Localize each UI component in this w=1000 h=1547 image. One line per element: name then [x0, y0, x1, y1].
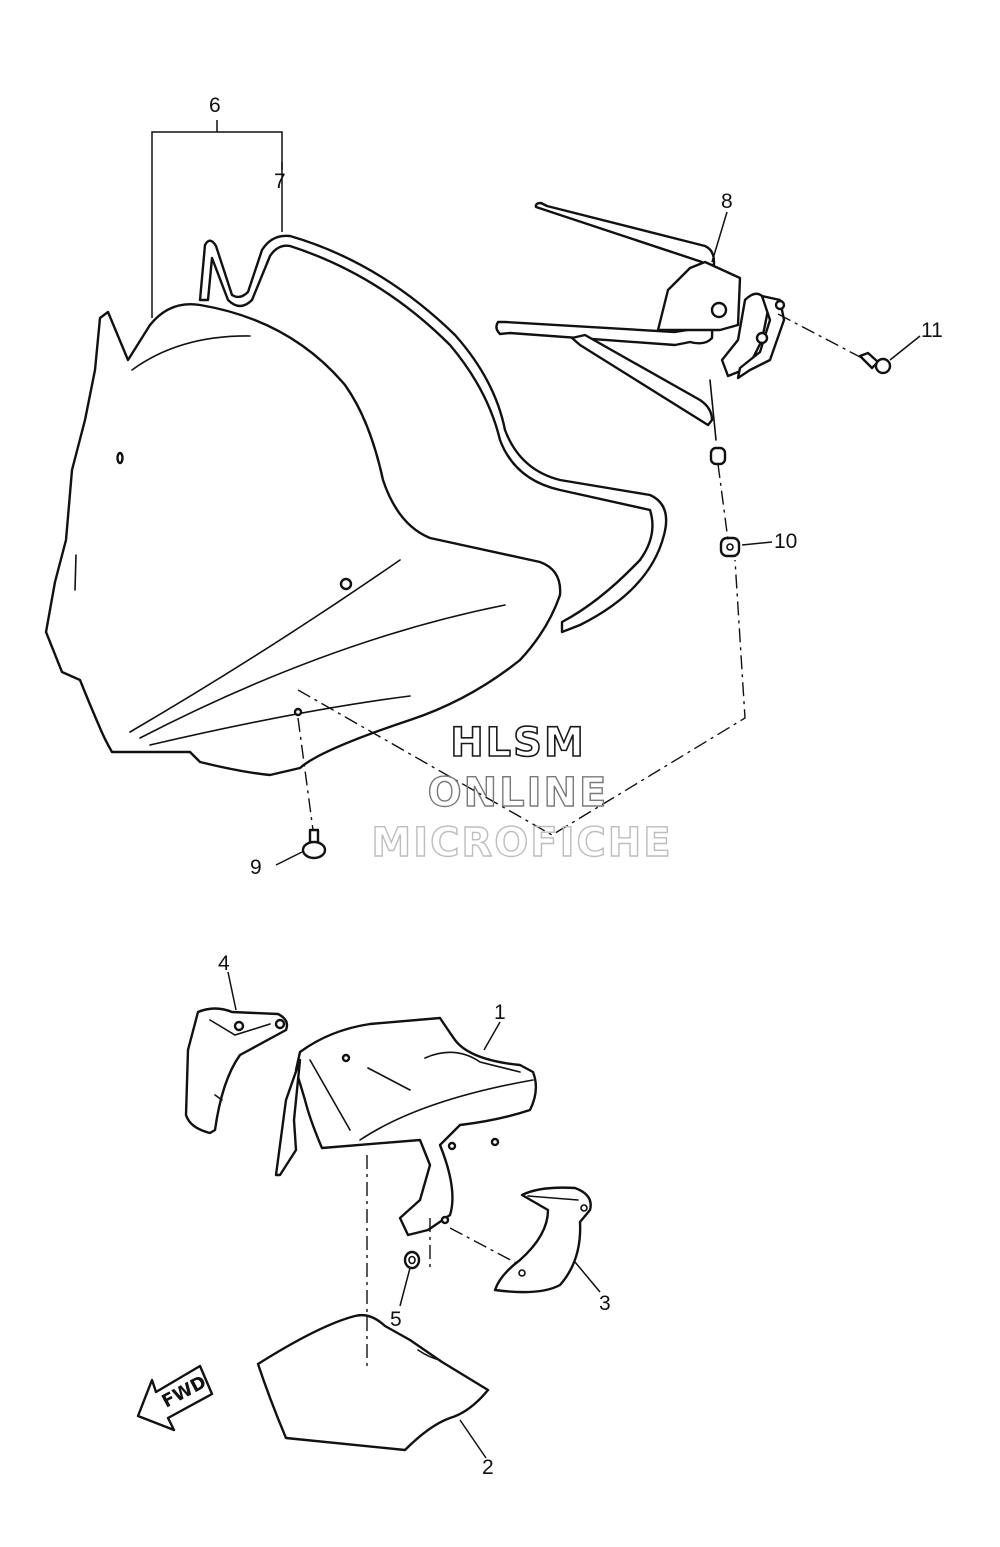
callout-8: 8: [721, 190, 733, 213]
watermark: HLSM ONLINE MICROFICHE: [371, 719, 672, 867]
watermark-line-3: MICROFICHE: [371, 820, 672, 866]
callout-6: 6: [209, 94, 221, 117]
watermark-line-2: ONLINE: [428, 770, 609, 816]
callout-7: 7: [274, 170, 286, 193]
grommet-5[interactable]: [403, 1250, 421, 1270]
front-cowling-1[interactable]: [274, 1016, 538, 1237]
windshield[interactable]: [44, 303, 562, 777]
callout-11: 11: [921, 319, 943, 342]
under-panel-2[interactable]: [256, 1313, 490, 1452]
callout-numbers: 6 7 8 11 10 9 4 1 3 5 2: [209, 94, 943, 1479]
bolt-9[interactable]: [301, 828, 327, 860]
callout-5: 5: [390, 1308, 402, 1331]
fwd-arrow-icon: FWD: [136, 1364, 214, 1432]
callout-1: 1: [494, 1001, 506, 1024]
windshield-seal[interactable]: [198, 234, 668, 634]
callout-9: 9: [250, 856, 262, 879]
collar-10[interactable]: [719, 536, 741, 558]
leader-lines: [151, 120, 921, 1459]
callout-10: 10: [774, 530, 797, 553]
screw-11[interactable]: [858, 351, 892, 375]
callout-4: 4: [218, 952, 230, 975]
side-panel-4[interactable]: [184, 1007, 289, 1135]
watermark-line-1: HLSM: [450, 720, 586, 766]
stay-bracket[interactable]: [495, 201, 786, 466]
callout-2: 2: [482, 1456, 494, 1479]
callout-3: 3: [599, 1292, 611, 1315]
side-panel-3[interactable]: [493, 1186, 592, 1294]
